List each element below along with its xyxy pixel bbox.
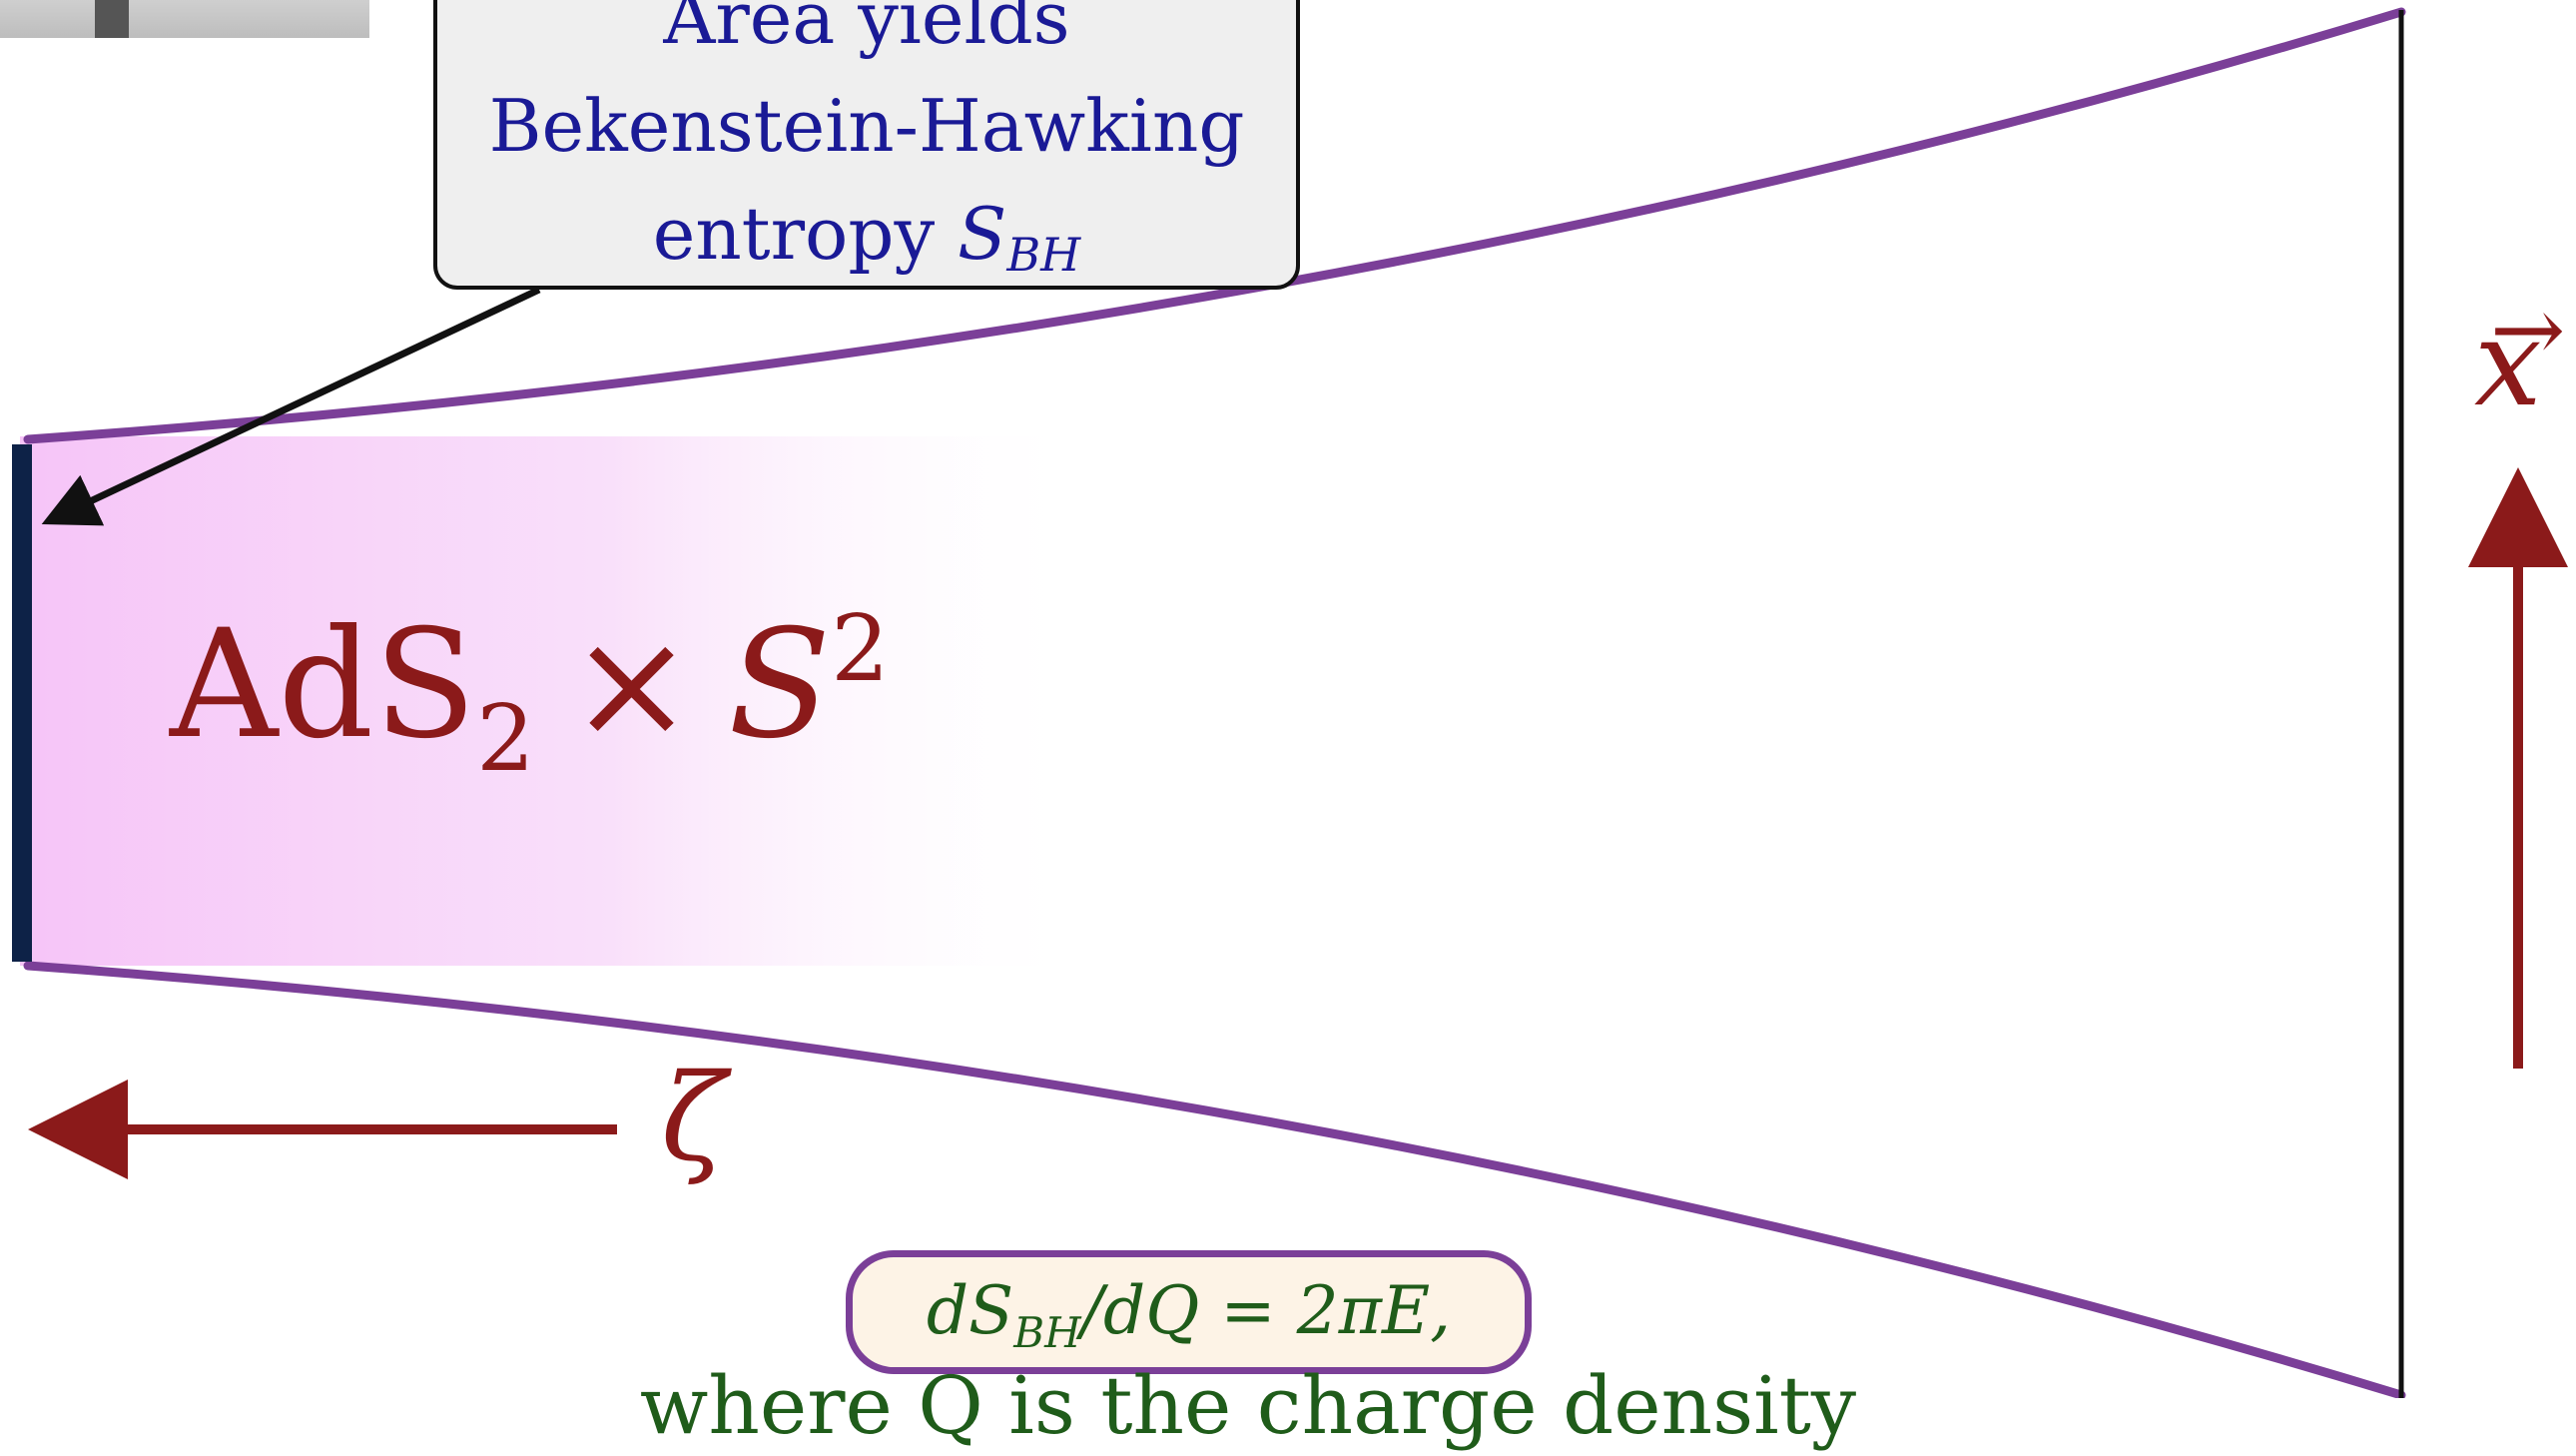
x-axis-label: → x bbox=[2474, 300, 2542, 429]
sphere-symbol: S bbox=[728, 598, 831, 772]
callout-line-3-text: entropy bbox=[653, 192, 958, 276]
zeta-axis-label: ζ bbox=[661, 1055, 726, 1184]
ads-subscript: 2 bbox=[476, 685, 535, 792]
charge-density-caption: where Q is the charge density bbox=[599, 1356, 1897, 1456]
callout-line-2: Bekenstein-Hawking bbox=[437, 72, 1296, 180]
vector-accent: → bbox=[2490, 266, 2565, 395]
horizon-bar bbox=[12, 444, 32, 962]
ads-base-text: AdS bbox=[170, 598, 476, 772]
entropy-subscript: BH bbox=[1006, 228, 1080, 282]
callout-line-3: entropy SBH bbox=[437, 180, 1296, 309]
sphere-superscript: 2 bbox=[831, 595, 890, 702]
diagram-stage: Area yields Bekenstein-Hawking entropy S… bbox=[0, 0, 2576, 1398]
entropy-callout-box: Area yields Bekenstein-Hawking entropy S… bbox=[433, 0, 1300, 290]
ads2-times-s2-label: AdS2×S2 bbox=[170, 569, 890, 819]
callout-line-1: Area yields bbox=[437, 0, 1296, 72]
formula-rest: /dQ = 2πE, bbox=[1081, 1272, 1451, 1349]
formula-subscript: BH bbox=[1013, 1308, 1081, 1357]
formula-ds: dS bbox=[927, 1272, 1013, 1349]
entropy-symbol: S bbox=[958, 192, 1006, 276]
times-symbol: × bbox=[569, 598, 695, 772]
